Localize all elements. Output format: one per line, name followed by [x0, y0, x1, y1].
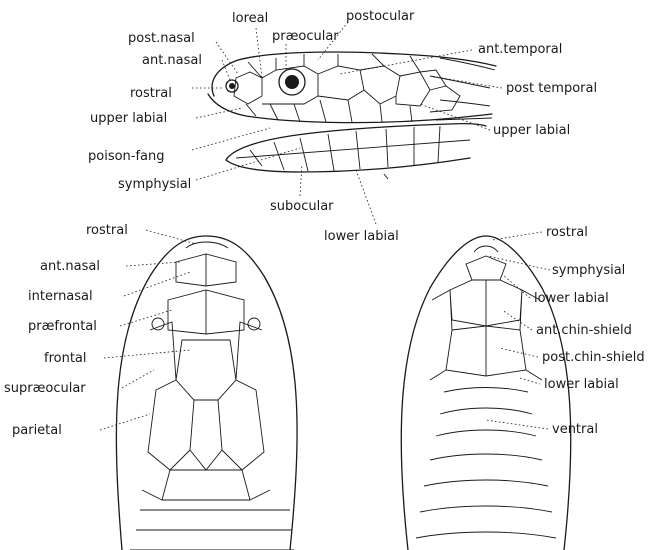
label-post-nasal: post.nasal — [128, 31, 195, 46]
label-lower-labial-ventral-1: lower labial — [534, 291, 609, 306]
label-rostral-dorsal: rostral — [86, 223, 128, 238]
label-praefrontal: præfrontal — [28, 319, 97, 334]
label-rostral-ventral: rostral — [546, 225, 588, 240]
label-ant-temporal: ant.temporal — [478, 42, 562, 57]
label-subocular: subocular — [270, 199, 334, 214]
lateral-jaw-scales — [236, 126, 470, 171]
label-upper-labial-right: upper labial — [493, 123, 570, 138]
label-post-temporal: post temporal — [506, 81, 597, 96]
lateral-fleck — [384, 174, 388, 179]
dorsal-shields — [130, 242, 294, 550]
dorsal-view — [116, 236, 297, 550]
nostril-pupil-icon — [229, 83, 235, 89]
dorsal-left-eye-icon — [152, 318, 164, 330]
label-supraeocular: supræocular — [4, 381, 86, 396]
dorsal-head-outline — [116, 236, 297, 550]
label-ant-nasal-dorsal: ant.nasal — [40, 259, 100, 274]
label-rostral-lateral: rostral — [130, 86, 172, 101]
lateral-lower-jaw — [226, 124, 486, 172]
label-ant-nasal: ant.nasal — [142, 53, 202, 68]
lateral-scale-network — [234, 54, 460, 122]
ventral-labels: rostral symphysial lower labial ant.chin… — [534, 225, 645, 437]
ventral-view — [401, 236, 571, 550]
lateral-labels: loreal postocular post.nasal præocular a… — [88, 9, 597, 244]
label-ventral: ventral — [552, 422, 598, 437]
label-symphysial-lateral: symphysial — [118, 177, 191, 192]
label-post-chin-shield: post.chin-shield — [542, 350, 645, 365]
label-internasal: internasal — [28, 289, 93, 304]
dorsal-labels: rostral ant.nasal internasal præfrontal … — [4, 223, 128, 438]
label-frontal: frontal — [44, 351, 87, 366]
lateral-view — [208, 52, 496, 179]
label-postocular: postocular — [346, 9, 415, 24]
label-upper-labial-left: upper labial — [90, 111, 167, 126]
label-praeocular: præocular — [272, 29, 339, 44]
ventral-shields — [416, 246, 556, 538]
eye-pupil-icon — [285, 75, 299, 89]
label-symphysial-ventral: symphysial — [552, 263, 625, 278]
label-lower-labial-ventral-2: lower labial — [544, 377, 619, 392]
label-loreal: loreal — [232, 11, 268, 26]
lateral-head-outline — [208, 52, 496, 123]
label-poison-fang: poison-fang — [88, 149, 165, 164]
label-parietal: parietal — [12, 423, 62, 438]
dorsal-right-eye-icon — [248, 318, 260, 330]
label-lower-labial-lateral: lower labial — [324, 229, 399, 244]
leader-lines — [100, 22, 550, 430]
label-ant-chin-shield: ant.chin-shield — [536, 323, 632, 338]
